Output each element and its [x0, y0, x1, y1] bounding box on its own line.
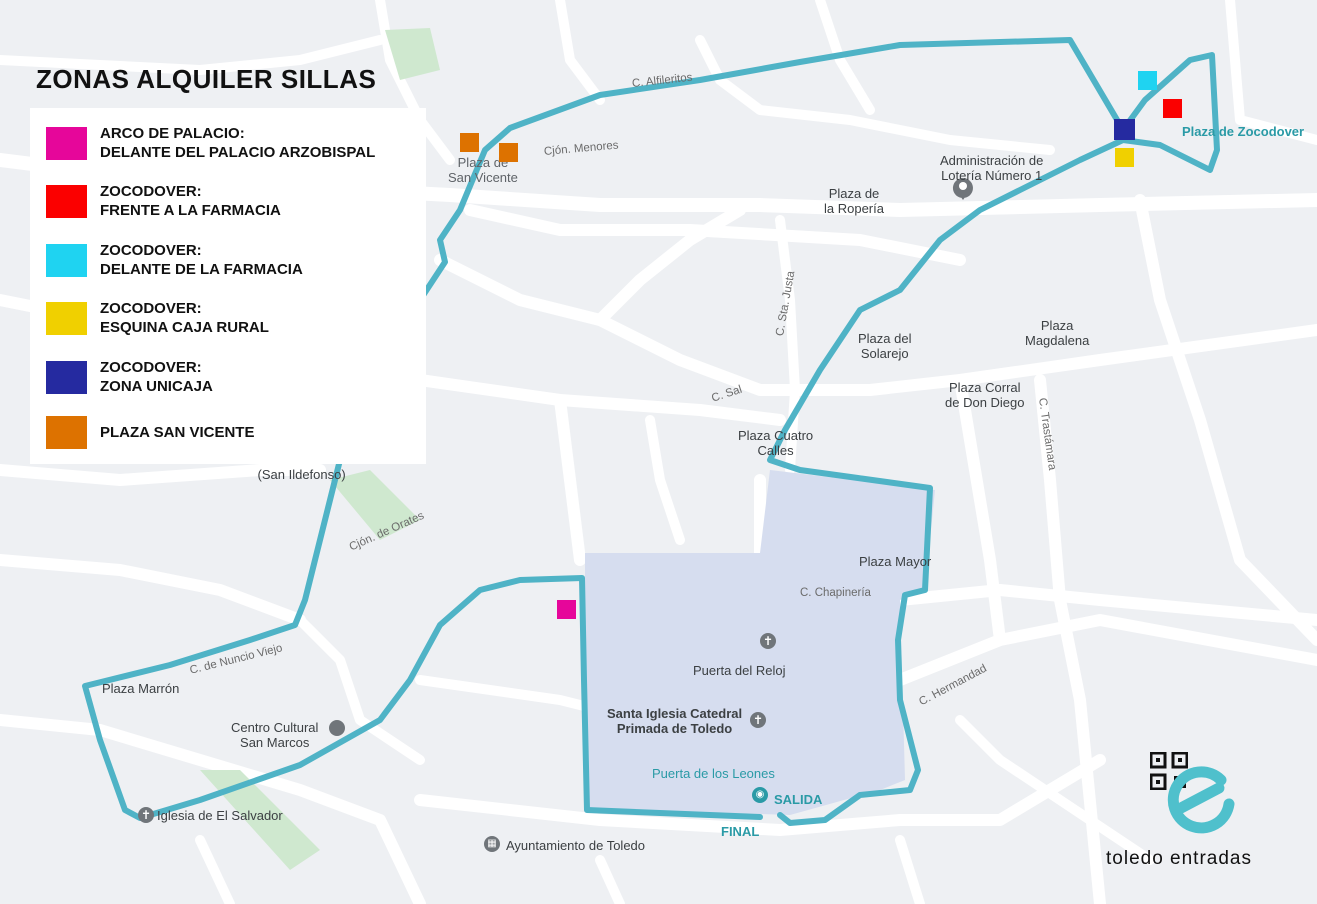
legend-text-frente: ZOCODOVER: FRENTE A LA FARMACIA — [100, 182, 281, 220]
legend-text-delante: ZOCODOVER: DELANTE DE LA FARMACIA — [100, 241, 303, 279]
administracion-line2: Lotería Número 1 — [941, 168, 1043, 183]
plaza-roperia-line1: Plaza de — [828, 186, 880, 201]
street-chapineria: C. Chapinería — [800, 587, 871, 599]
legend-item-unicaja: ZOCODOVER: ZONA UNICAJA — [46, 358, 213, 396]
place-iglesia-salvador: Iglesia de El Salvador — [157, 808, 283, 823]
label-salida: SALIDA — [774, 792, 823, 807]
marker-san-vicente-2 — [499, 143, 518, 162]
legend-line1: PLAZA SAN VICENTE — [100, 424, 255, 441]
place-administracion: Administración de Lotería Número 1 — [940, 153, 1043, 183]
marker-zocodover-esquina — [1115, 148, 1134, 167]
location-pin-icon — [952, 178, 973, 200]
brand-name: toledo entradas — [1106, 848, 1252, 869]
legend-text-esquina: ZOCODOVER: ESQUINA CAJA RURAL — [100, 299, 269, 337]
marker-san-vicente-1 — [460, 133, 479, 152]
place-ayuntamiento: Ayuntamiento de Toledo — [506, 838, 646, 853]
procession-route-east — [767, 52, 1220, 826]
legend-line2: ZONA UNICAJA — [100, 378, 213, 395]
plaza-corral-line2: de Don Diego — [945, 395, 1025, 410]
place-plaza-corral: Plaza Corral de Don Diego — [945, 380, 1025, 410]
plaza-cuatro-calles-line2: Calles — [757, 443, 794, 458]
place-plaza-zocodover: Plaza de Zocodover — [1182, 124, 1305, 139]
legend-swatch-sanvicente — [46, 416, 87, 449]
legend-item-arco: ARCO DE PALACIO: DELANTE DEL PALACIO ARZ… — [46, 124, 375, 162]
legend-line1: ZOCODOVER: — [100, 359, 202, 376]
place-catedral: Santa Iglesia Catedral Primada de Toledo — [607, 706, 742, 736]
legend-line1: ZOCODOVER: — [100, 242, 202, 259]
cross-icon: ✝ — [750, 712, 766, 728]
label-final: FINAL — [721, 824, 760, 839]
centro-cultural-line2: San Marcos — [240, 735, 310, 750]
plaza-corral-line1: Plaza Corral — [948, 380, 1021, 395]
place-plaza-magdalena: Plaza Magdalena — [1025, 318, 1089, 348]
legend-item-sanvicente: PLAZA SAN VICENTE — [46, 416, 254, 449]
marker-zocodover-unicaja — [1114, 119, 1135, 140]
legend-line2: ESQUINA CAJA RURAL — [100, 319, 269, 336]
centro-cultural-line1: Centro Cultural — [231, 720, 319, 735]
cross-icon: ✝ — [760, 633, 776, 649]
place-plaza-mayor: Plaza Mayor — [859, 554, 932, 569]
legend-text-arco: ARCO DE PALACIO: DELANTE DEL PALACIO ARZ… — [100, 124, 375, 162]
legend-text-unicaja: ZOCODOVER: ZONA UNICAJA — [100, 358, 213, 396]
legend-line2: FRENTE A LA FARMACIA — [100, 202, 281, 219]
legend-swatch-esquina — [46, 301, 87, 335]
catedral-line2: Primada de Toledo — [616, 721, 733, 736]
ayuntamiento-icon: ▦ — [484, 836, 500, 852]
legend-line2: DELANTE DE LA FARMACIA — [100, 261, 303, 278]
legend-swatch-unicaja — [46, 360, 87, 394]
legend-line1: ZOCODOVER: — [100, 300, 202, 317]
legend-item-esquina: ZOCODOVER: ESQUINA CAJA RURAL — [46, 299, 269, 337]
legend-line2: DELANTE DEL PALACIO ARZOBISPAL — [100, 144, 376, 161]
legend-text-sanvicente: PLAZA SAN VICENTE — [100, 423, 254, 442]
catedral-line1: Santa Iglesia Catedral — [607, 706, 743, 721]
place-centro-cultural: Centro Cultural San Marcos — [231, 720, 318, 750]
place-puerta-reloj: Puerta del Reloj — [693, 663, 786, 678]
plaza-san-vicente-line2: San Vicente — [448, 170, 518, 185]
place-plaza-san-vicente: Plaza de San Vicente — [448, 155, 518, 185]
legend-item-delante: ZOCODOVER: DELANTE DE LA FARMACIA — [46, 241, 303, 279]
legend-swatch-frente — [46, 184, 87, 218]
place-plaza-solarejo: Plaza del Solarejo — [858, 331, 911, 361]
place-plaza-roperia: Plaza de la Ropería — [824, 186, 884, 216]
plaza-magdalena-line2: Magdalena — [1025, 333, 1090, 348]
legend-panel: ARCO DE PALACIO: DELANTE DEL PALACIO ARZ… — [30, 108, 426, 464]
camera-icon: ◉ — [752, 787, 768, 803]
jesuitas-line2: (San Ildefonso) — [257, 467, 346, 482]
marker-zocodover-delante — [1138, 71, 1157, 90]
plaza-magdalena-line1: Plaza — [1040, 318, 1074, 333]
procession-route — [82, 37, 1126, 821]
location-pin-icon — [329, 720, 345, 736]
place-plaza-cuatro-calles: Plaza Cuatro Calles — [738, 428, 813, 458]
legend-line1: ZOCODOVER: — [100, 183, 202, 200]
place-plaza-marron: Plaza Marrón — [102, 681, 180, 696]
plaza-solarejo-line2: Solarejo — [860, 346, 909, 361]
legend-line1: ARCO DE PALACIO: — [100, 125, 245, 142]
marker-zocodover-frente — [1163, 99, 1182, 118]
plaza-roperia-line2: la Ropería — [824, 201, 884, 216]
legend-item-frente: ZOCODOVER: FRENTE A LA FARMACIA — [46, 182, 281, 220]
parks — [200, 28, 440, 870]
legend-title: ZONAS ALQUILER SILLAS — [36, 64, 377, 94]
marker-arco-palacio — [557, 600, 576, 619]
administracion-line1: Administración de — [940, 153, 1044, 168]
plaza-cuatro-calles-line1: Plaza Cuatro — [738, 428, 814, 443]
plaza-san-vicente-line1: Plaza de — [457, 155, 509, 170]
plaza-solarejo-line1: Plaza del — [858, 331, 912, 346]
legend-swatch-arco — [46, 126, 87, 160]
place-puerta-leones: Puerta de los Leones — [652, 766, 775, 781]
cross-icon: ✝ — [138, 807, 154, 823]
toledo-entradas-logo-icon — [1167, 766, 1237, 836]
legend-swatch-delante — [46, 243, 87, 277]
